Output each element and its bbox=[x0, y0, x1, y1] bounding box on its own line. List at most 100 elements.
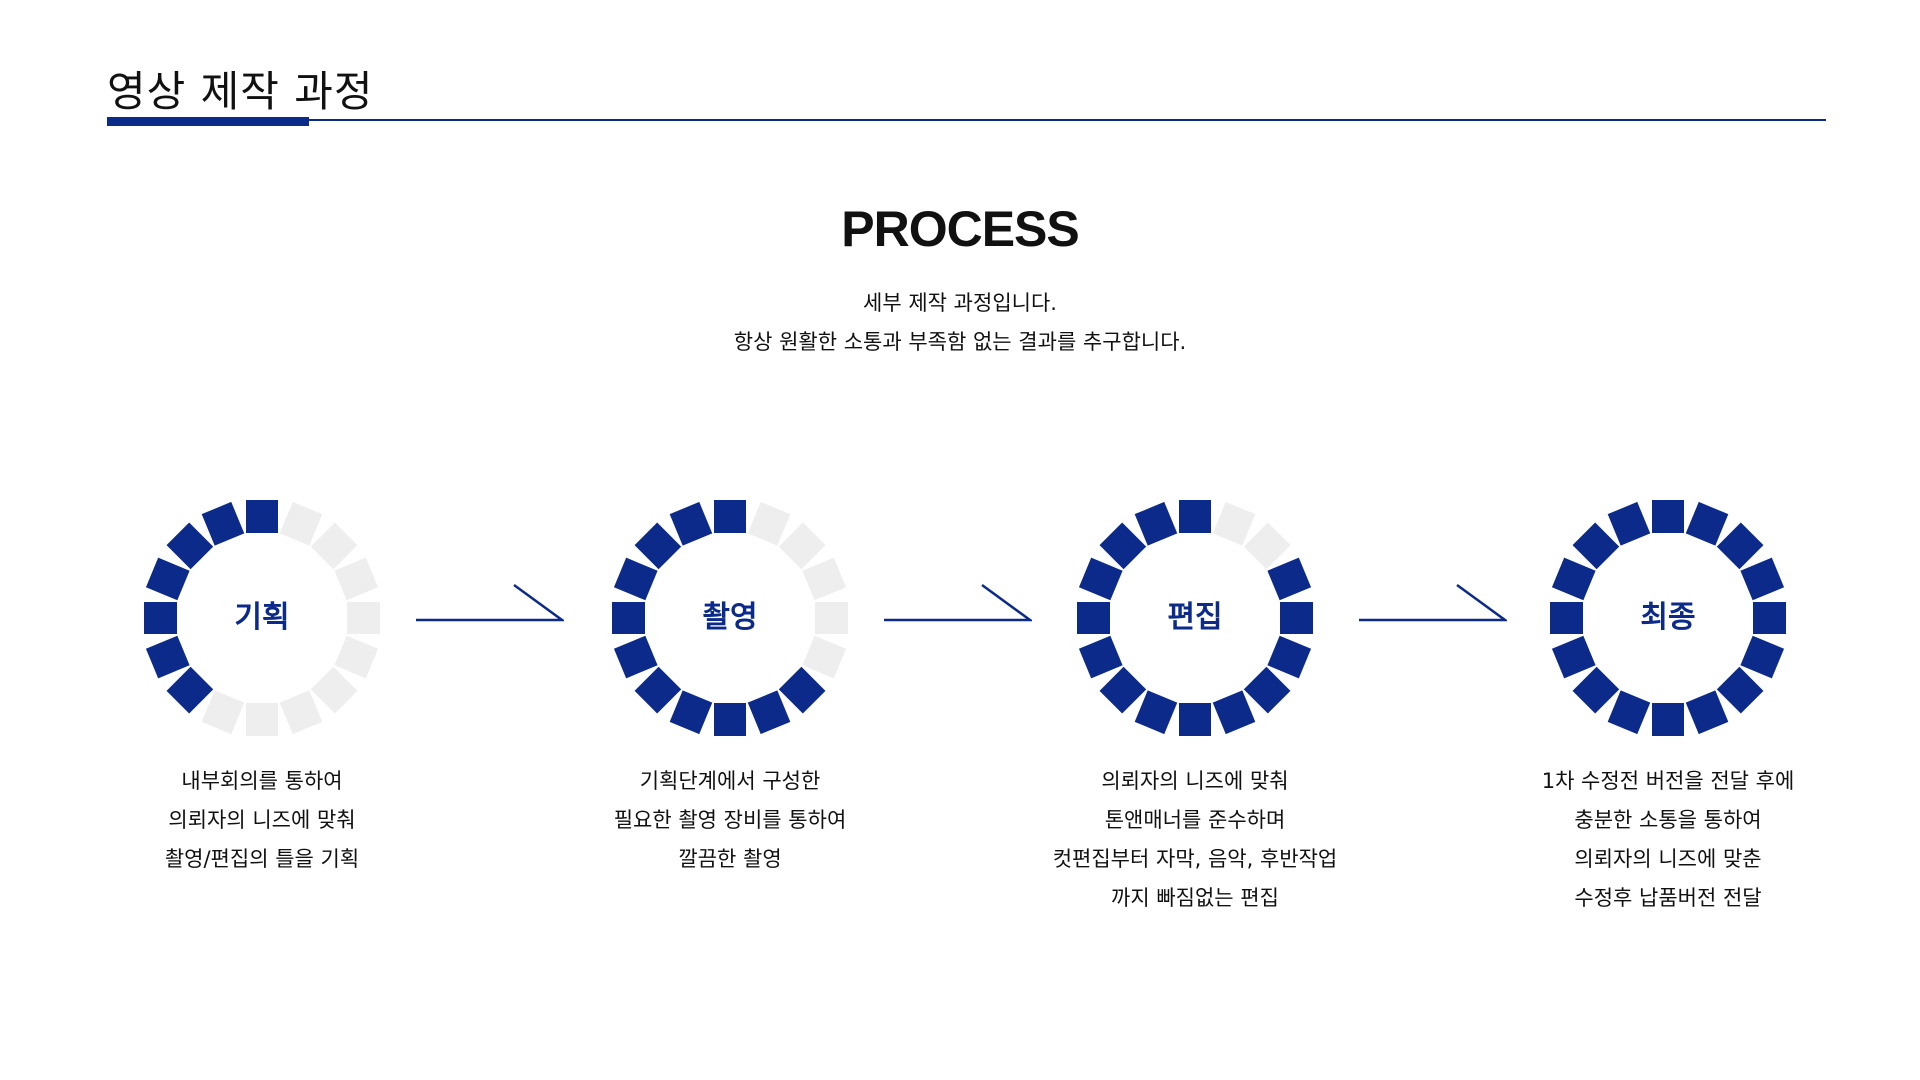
arrow-icon bbox=[884, 583, 1032, 622]
progress-ring bbox=[612, 500, 848, 736]
step-editing: 편집 bbox=[1077, 500, 1313, 736]
step-label: 최종 bbox=[1640, 600, 1696, 635]
ring-segment-filled bbox=[166, 522, 214, 570]
step-label: 촬영 bbox=[702, 600, 758, 635]
description-line: 의뢰자의 니즈에 맞춰 bbox=[1101, 769, 1289, 793]
description-line: 까지 빠짐없는 편집 bbox=[1111, 886, 1279, 910]
title-underline bbox=[107, 119, 1826, 121]
ring-segment-filled bbox=[145, 635, 190, 679]
ring-segment-filled bbox=[1078, 635, 1123, 679]
intro-line-2: 항상 원활한 소통과 부족함 없는 결과를 추구합니다. bbox=[733, 330, 1187, 354]
ring-segment-filled bbox=[166, 666, 214, 714]
ring-segment-filled bbox=[669, 501, 713, 546]
description-line: 톤앤매너를 준수하며 bbox=[1104, 808, 1286, 832]
progress-ring bbox=[144, 500, 380, 736]
ring-segment-empty bbox=[802, 635, 847, 679]
ring-segment-filled bbox=[1243, 666, 1291, 714]
ring-segment-filled bbox=[1078, 557, 1123, 601]
ring-segment-filled bbox=[144, 602, 177, 634]
ring-segment-filled bbox=[1550, 602, 1583, 634]
description-line: 충분한 소통을 통하여 bbox=[1574, 808, 1762, 832]
title-underline-accent bbox=[107, 117, 309, 126]
ring-segment-filled bbox=[613, 635, 658, 679]
description-line: 내부회의를 통하여 bbox=[181, 769, 343, 793]
ring-segment-empty bbox=[201, 690, 245, 735]
step-description-final: 1차 수정전 버전을 전달 후에 충분한 소통을 통하여 의뢰자의 니즈에 맞춘… bbox=[1498, 762, 1838, 918]
ring-segment-empty bbox=[334, 557, 379, 601]
ring-segment-filled bbox=[612, 602, 645, 634]
ring-segment-filled bbox=[1716, 666, 1764, 714]
ring-segment-filled bbox=[613, 557, 658, 601]
ring-segment-filled bbox=[1685, 501, 1729, 546]
ring-segment-filled bbox=[634, 666, 682, 714]
ring-segment-filled bbox=[1652, 500, 1684, 533]
page-title: 영상 제작 과정 bbox=[107, 67, 374, 116]
ring-segment-filled bbox=[201, 501, 245, 546]
ring-segment-filled bbox=[1134, 501, 1178, 546]
description-line: 1차 수정전 버전을 전달 후에 bbox=[1541, 769, 1795, 793]
description-line: 컷편집부터 자막, 음악, 후반작업 bbox=[1052, 847, 1338, 871]
ring-segment-empty bbox=[815, 602, 848, 634]
ring-segment-empty bbox=[279, 690, 323, 735]
ring-segment-filled bbox=[634, 522, 682, 570]
intro-line-1: 세부 제작 과정입니다. bbox=[863, 291, 1057, 315]
ring-segment-filled bbox=[1740, 635, 1785, 679]
ring-segment-empty bbox=[310, 522, 358, 570]
description-line: 수정후 납품버전 전달 bbox=[1574, 886, 1762, 910]
ring-segment-filled bbox=[1685, 690, 1729, 735]
progress-ring bbox=[1550, 500, 1786, 736]
ring-segment-filled bbox=[1280, 602, 1313, 634]
ring-segment-empty bbox=[1243, 522, 1291, 570]
ring-segment-empty bbox=[778, 522, 826, 570]
ring-segment-filled bbox=[1134, 690, 1178, 735]
description-line: 의뢰자의 니즈에 맞춰 bbox=[168, 808, 356, 832]
ring-segment-empty bbox=[310, 666, 358, 714]
description-line: 의뢰자의 니즈에 맞춘 bbox=[1574, 847, 1762, 871]
ring-segment-filled bbox=[1099, 666, 1147, 714]
step-planning: 기획 bbox=[144, 500, 380, 736]
ring-segment-filled bbox=[1551, 635, 1596, 679]
ring-segment-filled bbox=[1740, 557, 1785, 601]
step-final: 최종 bbox=[1550, 500, 1786, 736]
ring-segment-filled bbox=[1077, 602, 1110, 634]
ring-segment-filled bbox=[246, 500, 278, 533]
ring-segment-filled bbox=[1572, 666, 1620, 714]
description-line: 촬영/편집의 틀을 기획 bbox=[164, 847, 360, 871]
step-description-planning: 내부회의를 통하여 의뢰자의 니즈에 맞춰 촬영/편집의 틀을 기획 bbox=[92, 762, 432, 879]
step-description-editing: 의뢰자의 니즈에 맞춰 톤앤매너를 준수하며 컷편집부터 자막, 음악, 후반작… bbox=[1025, 762, 1365, 918]
description-line: 기획단계에서 구성한 bbox=[639, 769, 821, 793]
ring-segment-filled bbox=[669, 690, 713, 735]
ring-segment-filled bbox=[1572, 522, 1620, 570]
ring-segment-filled bbox=[714, 500, 746, 533]
ring-segment-filled bbox=[145, 557, 190, 601]
ring-segment-filled bbox=[1716, 522, 1764, 570]
ring-segment-filled bbox=[1267, 557, 1312, 601]
step-shooting: 촬영 bbox=[612, 500, 848, 736]
step-label: 기획 bbox=[234, 600, 290, 635]
ring-segment-filled bbox=[1179, 500, 1211, 533]
ring-segment-filled bbox=[747, 690, 791, 735]
progress-ring bbox=[1077, 500, 1313, 736]
ring-segment-empty bbox=[747, 501, 791, 546]
ring-segment-filled bbox=[1212, 690, 1256, 735]
ring-segment-empty bbox=[1212, 501, 1256, 546]
ring-segment-empty bbox=[802, 557, 847, 601]
ring-segment-filled bbox=[1099, 522, 1147, 570]
ring-segment-empty bbox=[334, 635, 379, 679]
arrow-icon bbox=[1359, 583, 1507, 622]
ring-segment-empty bbox=[347, 602, 380, 634]
arrow-icon bbox=[416, 583, 564, 622]
ring-segment-filled bbox=[1179, 703, 1211, 736]
ring-segment-empty bbox=[279, 501, 323, 546]
ring-segment-filled bbox=[1753, 602, 1786, 634]
ring-segment-filled bbox=[1607, 690, 1651, 735]
description-line: 필요한 촬영 장비를 통하여 bbox=[613, 808, 847, 832]
step-label: 편집 bbox=[1167, 600, 1223, 635]
ring-segment-filled bbox=[1267, 635, 1312, 679]
process-heading: PROCESS bbox=[841, 201, 1080, 257]
ring-segment-filled bbox=[1652, 703, 1684, 736]
ring-segment-filled bbox=[1607, 501, 1651, 546]
ring-segment-filled bbox=[1551, 557, 1596, 601]
step-description-shooting: 기획단계에서 구성한 필요한 촬영 장비를 통하여 깔끔한 촬영 bbox=[560, 762, 900, 879]
ring-segment-filled bbox=[714, 703, 746, 736]
